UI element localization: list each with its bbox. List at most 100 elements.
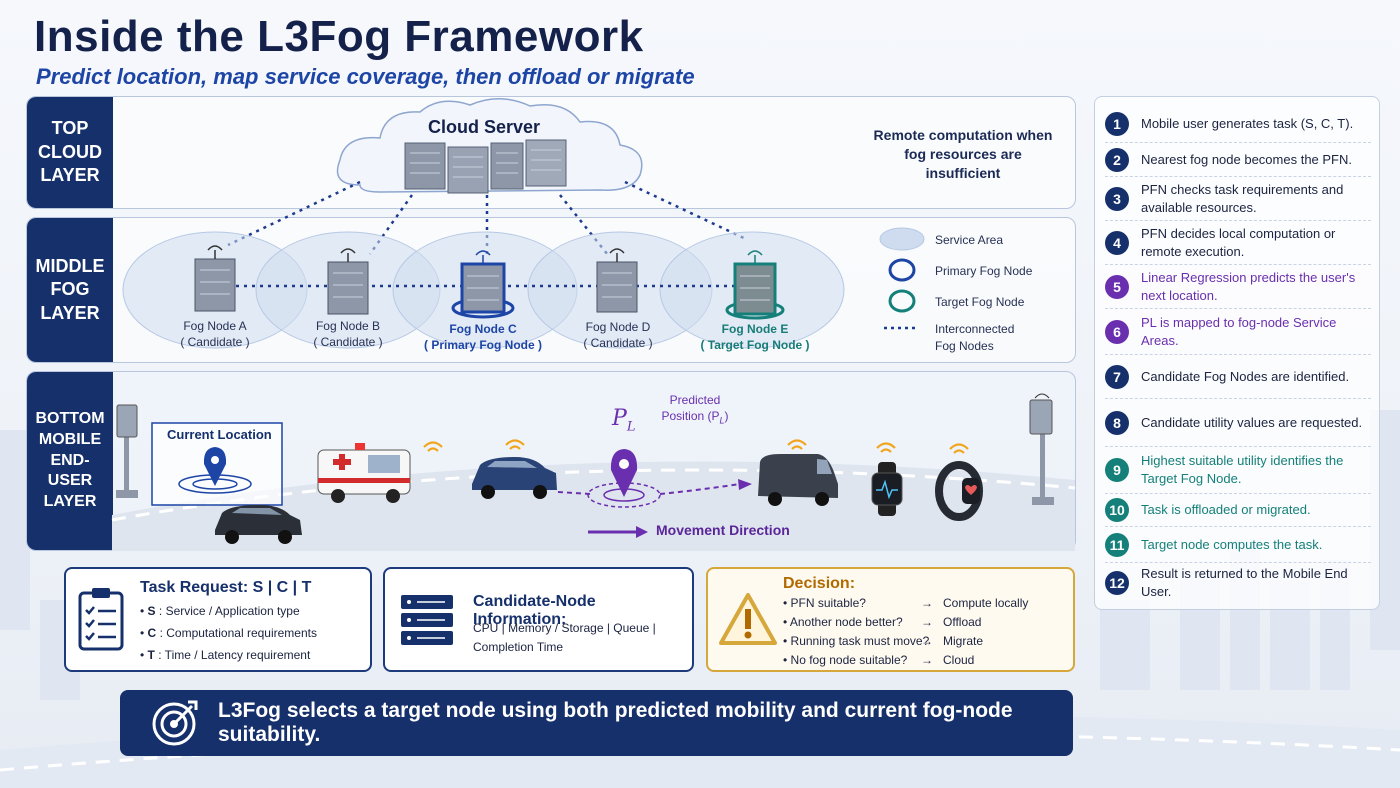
predicted-position-label: Predicted Position (PL) (661, 393, 729, 426)
step-number-badge: 6 (1105, 319, 1129, 344)
decision-result: Offload (943, 615, 982, 629)
remote-computation-note: Remote computation when fog resources ar… (873, 127, 1053, 181)
movement-arrowhead-icon (738, 479, 752, 490)
movement-direction-arrow-icon (588, 526, 648, 538)
task-item-s: • S : Service / Application type (140, 604, 300, 618)
fog-node-e-target-icon (725, 250, 785, 320)
step-2: 2 Nearest fog node becomes the PFN. (1105, 143, 1371, 177)
step-text: Highest suitable utility identifies the … (1141, 453, 1344, 486)
decision-condition: • Another node better? (783, 615, 903, 629)
step-number-badge: 3 (1105, 186, 1129, 211)
task-item-t: • T : Time / Latency requirement (140, 648, 311, 662)
step-number-badge: 5 (1105, 274, 1129, 299)
step-text: Linear Regression predicts the user's ne… (1141, 269, 1356, 303)
candidate-node-title: Candidate-Node Information: (473, 593, 596, 628)
decision-arrow-icon: → (921, 596, 933, 610)
step-11: 11 Target node computes the task. (1105, 527, 1371, 563)
step-number-badge: 7 (1105, 364, 1129, 389)
fog-node-d-label: Fog Node D( Candidate ) (583, 320, 653, 351)
decision-result: Compute locally (943, 596, 1029, 610)
step-text: Result is returned to the Mobile End Use… (1141, 566, 1348, 599)
step-number-badge: 9 (1105, 458, 1129, 482)
summary-banner: L3Fog selects a target node using both p… (120, 690, 1073, 756)
step-3: 3 PFN checks task requirements and availa… (1105, 177, 1371, 221)
blue-car-icon (472, 457, 557, 499)
street-light-icon (1029, 393, 1054, 505)
step-text: PL is mapped to fog-node Service Areas. (1141, 314, 1337, 348)
clipboard-checklist-icon (78, 588, 124, 651)
wifi-signal-icons (423, 439, 969, 454)
pl-symbol: PL (612, 406, 636, 435)
current-location-pin-icon (178, 447, 252, 494)
decision-arrow-icon: → (921, 634, 933, 648)
banner-text: L3Fog selects a target node using both p… (218, 699, 1013, 746)
fog-node-c-primary-icon (451, 250, 515, 319)
decision-box: Decision: • PFN suitable? → Compute locall… (706, 567, 1075, 672)
step-text: Task is offloaded or migrated. (1141, 502, 1311, 518)
candidate-node-line-1: CPU | Memory / Storage | Queue | (473, 621, 656, 635)
candidate-node-line-2: Completion Time (473, 640, 564, 654)
fog-node-c-label: Fog Node C( Primary Fog Node ) (423, 322, 542, 353)
street-light-left-icon (116, 404, 138, 498)
movement-direction-label: Movement Direction (656, 522, 790, 538)
step-text: PFN checks task requirements and availab… (1141, 181, 1344, 215)
step-12: 12 Result is returned to the Mobile End U… (1105, 563, 1371, 603)
step-9: 9 Highest suitable utility identifies the… (1105, 447, 1371, 494)
step-number-badge: 11 (1105, 532, 1129, 557)
decision-arrow-icon: → (921, 653, 933, 667)
legend-service-area-icon (879, 227, 925, 251)
decision-title: Decision: (783, 575, 856, 592)
fog-node-b-icon (327, 248, 369, 315)
step-text: Candidate utility values are requested. (1141, 414, 1363, 430)
layer-label-bottom: BOTTOM MOBILE END-USER LAYER (27, 372, 113, 550)
fog-node-d-icon (596, 248, 638, 313)
fog-node-a-icon (194, 245, 236, 312)
step-number-badge: 10 (1105, 498, 1129, 522)
van-icon (758, 454, 838, 506)
fog-node-e-label: Fog Node E( Target Fog Node ) (700, 322, 810, 353)
page-subtitle: Predict location, map service coverage, … (36, 64, 695, 89)
step-6: 6 PL is mapped to fog-node Service Areas. (1105, 309, 1371, 355)
decision-arrow-icon: → (921, 615, 933, 629)
task-item-c: • C : Computational requirements (140, 626, 317, 640)
server-stack-icon (401, 595, 453, 645)
legend-primary-node: Primary Fog Node (935, 264, 1033, 278)
step-text: Nearest fog node becomes the PFN. (1141, 151, 1353, 167)
target-bullseye-icon (152, 700, 198, 746)
decision-condition: • PFN suitable? (783, 596, 866, 610)
fitness-band-icon (935, 461, 983, 521)
decision-result: Cloud (943, 653, 975, 667)
step-7: 7 Candidate Fog Nodes are identified. (1105, 355, 1371, 399)
step-5: 5 Linear Regression predicts the user's n… (1105, 265, 1371, 309)
step-number-badge: 1 (1105, 111, 1129, 136)
cloud-shape-icon (336, 98, 643, 193)
decision-condition: • No fog node suitable? (783, 653, 908, 667)
candidate-node-info-box: Candidate-Node Information: CPU | Memory… (383, 567, 694, 672)
step-text: Target node computes the task. (1141, 536, 1323, 552)
step-number-badge: 12 (1105, 571, 1129, 595)
step-text: PFN decides local computation or remote … (1141, 225, 1336, 259)
predicted-position-pin-icon (587, 449, 661, 508)
legend-primary-node-icon (888, 258, 916, 282)
fog-node-a-label: Fog Node A( Candidate ) (180, 319, 250, 350)
step-number-badge: 2 (1105, 147, 1129, 172)
step-text: Candidate Fog Nodes are identified. (1141, 368, 1350, 384)
diagram-canvas (111, 98, 1076, 551)
decision-condition: • Running task must move? (783, 634, 930, 648)
task-request-box: Task Request: S | C | T • S : Service / … (64, 567, 372, 672)
smartwatch-icon (871, 462, 903, 516)
legend-service-area: Service Area (935, 233, 1004, 247)
step-10: 10 Task is offloaded or migrated. (1105, 494, 1371, 527)
car-icon (215, 505, 302, 544)
legend-target-node: Target Fog Node (935, 295, 1025, 309)
decision-result: Migrate (943, 634, 984, 648)
cloud-server-label: Cloud Server (428, 117, 541, 137)
fog-node-b-label: Fog Node B( Candidate ) (313, 319, 383, 350)
warning-triangle-icon (719, 593, 777, 645)
task-request-title: Task Request: S | C | T (140, 579, 312, 596)
legend-target-node-icon (888, 289, 916, 313)
cloud-server-racks-icon (404, 139, 567, 194)
